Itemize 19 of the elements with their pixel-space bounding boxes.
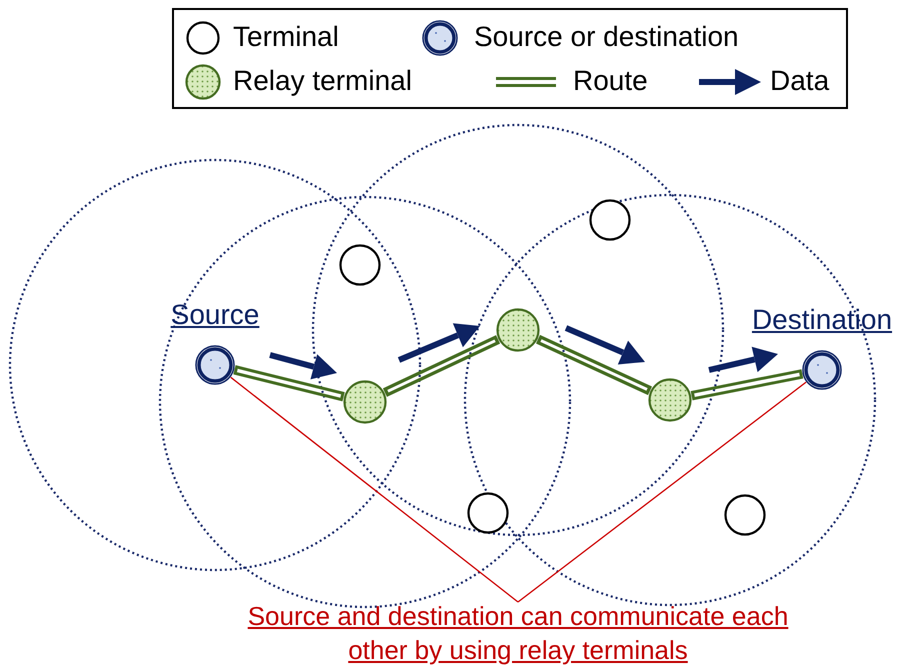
node-label: Source (170, 299, 260, 331)
relay-terminal-circle (343, 380, 387, 424)
leader-line (230, 376, 518, 603)
terminal-circle (724, 494, 766, 536)
legend-label: Source or destination (474, 21, 739, 53)
node-label: Destination (752, 304, 892, 336)
note-text: Source and destination can communicate each other by using relay terminals (228, 599, 808, 667)
relay-terminal-circle (648, 378, 692, 422)
terminal-circle (467, 492, 509, 534)
route-line (690, 369, 804, 400)
terminal-circle (339, 244, 381, 286)
legend-label: Relay terminal (233, 65, 412, 97)
relay-terminal-circle (496, 308, 540, 352)
legend-label: Data (770, 65, 830, 97)
legend-label: Terminal (233, 21, 339, 53)
terminal-circle (589, 199, 631, 241)
route-line (233, 365, 345, 402)
leader-line (518, 382, 806, 603)
legend-label: Route (573, 65, 648, 97)
